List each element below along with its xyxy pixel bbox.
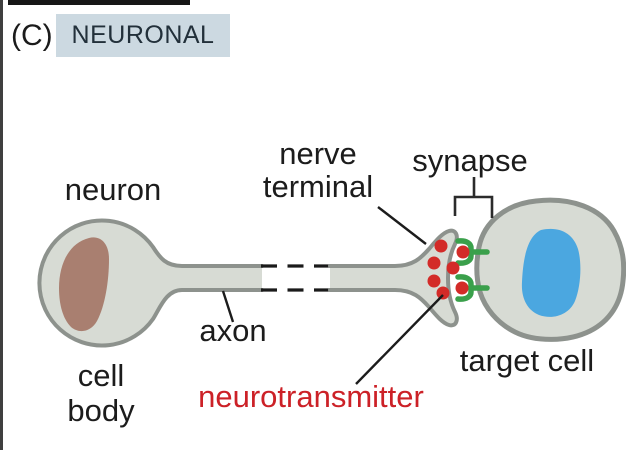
nerve-terminal-outline (328, 228, 459, 328)
synapse-bracket (453, 177, 494, 218)
vesicle-dot-bound (455, 281, 469, 295)
target-cell-outline (474, 197, 626, 342)
neurotransmitter-label: neurotransmitter (198, 379, 424, 414)
nerve-terminal-label-line1: nerve (279, 136, 357, 171)
receptors (455, 238, 490, 302)
neuron-nucleus (59, 237, 109, 332)
neuron-body-outline (37, 218, 264, 348)
receptor-icon-top (455, 238, 474, 266)
vesicle-dot (427, 274, 441, 288)
cell-body-label-line2: body (67, 393, 135, 428)
vesicle-dot (434, 239, 448, 253)
panel-title-box: NEURONAL (56, 14, 230, 57)
target-cell (474, 197, 626, 342)
neuron-cell (37, 218, 264, 348)
figure-left-crop-edge (0, 0, 3, 450)
panel-index-label: (C) (11, 19, 53, 52)
vesicle-dot (436, 286, 450, 300)
axon-break-dashes (261, 264, 333, 292)
receptor-icon-bottom (455, 274, 474, 302)
vesicle-dot (427, 256, 441, 270)
nerve-terminal-pointer-line (377, 206, 427, 245)
figure-top-crop-edge (8, 0, 190, 5)
neurotransmitter-vesicles (427, 239, 470, 300)
neurotransmitter-pointer-line (355, 294, 444, 385)
vesicle-dot (446, 261, 460, 275)
nerve-terminal-label-line2: terminal (263, 169, 373, 204)
target-cell-label: target cell (460, 343, 594, 378)
synapse-label: synapse (412, 143, 527, 178)
axon-pointer-line (221, 290, 235, 323)
panel-title-text: NEURONAL (71, 21, 215, 49)
synapse-bracket-icon (453, 195, 494, 218)
axon-label: axon (199, 313, 266, 348)
vesicle-dot-bound (456, 245, 470, 259)
target-cell-nucleus (521, 228, 581, 317)
nerve-terminal (328, 228, 459, 328)
neuron-label: neuron (65, 172, 162, 207)
cell-body-label-line1: cell (78, 358, 125, 393)
